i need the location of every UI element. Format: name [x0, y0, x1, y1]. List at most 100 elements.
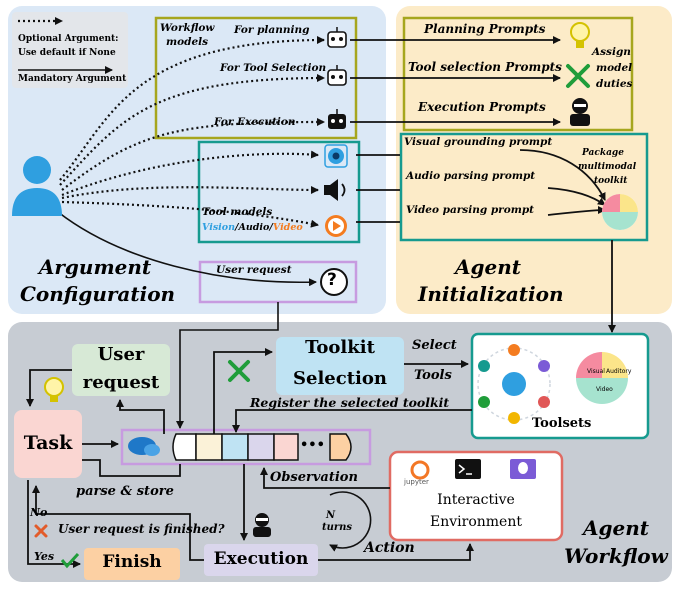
- toolsets-hub-icon: [477, 344, 551, 424]
- yes-label: Yes: [34, 550, 55, 563]
- toolsets-modalities-pie: [576, 352, 628, 404]
- workflow-executor-icon: [253, 513, 271, 537]
- tool-models-label: Tool models: [202, 206, 273, 218]
- assign-label-3: duties: [596, 78, 633, 90]
- execution-label: Execution: [213, 549, 309, 569]
- executor-person-icon: [570, 98, 590, 126]
- toolsets-label: Toolsets: [532, 416, 592, 431]
- agent-initialization-panel: [396, 6, 672, 314]
- task-label: Task: [23, 432, 73, 454]
- finish-box: [84, 548, 180, 580]
- check-mark-icon: [60, 552, 80, 569]
- terminal-icon: [455, 459, 481, 479]
- init-title-line1: Agent: [454, 255, 521, 279]
- no-label: No: [30, 506, 48, 519]
- memory-queue-frame: [120, 428, 372, 466]
- pie-visual-label: Visual: [587, 368, 605, 375]
- for-tool-selection-label: For Tool Selection: [220, 62, 327, 74]
- memory-cloud-icon: [128, 437, 160, 456]
- slash-2: /: [269, 222, 273, 233]
- visual-grounding-label: Visual grounding prompt: [404, 136, 553, 148]
- select-label: Select: [412, 338, 457, 353]
- queue-head: [172, 433, 197, 461]
- user-request-line2: request: [82, 372, 160, 393]
- package-label-3: toolkit: [594, 176, 628, 186]
- jupyter-label: jupyter: [404, 478, 429, 486]
- multimodal-prompts-box: [399, 132, 649, 242]
- workflow-title-line1: Agent: [582, 516, 649, 540]
- user-person-icon: [12, 156, 62, 216]
- legend-optional-label: Optional Argument:: [18, 34, 119, 44]
- workflow-tools-icon: [228, 360, 250, 382]
- workflow-lightbulb-icon: [44, 377, 64, 402]
- queue-tail: [329, 433, 352, 461]
- multimodal-toolkit-disc-icon: [602, 194, 638, 230]
- planning-prompts-label: Planning Prompts: [424, 22, 546, 36]
- package-label-2: multimodal: [578, 162, 637, 172]
- argument-title-line1: Argument: [38, 255, 152, 279]
- lightbulb-icon: [570, 22, 590, 48]
- audio-parsing-label: Audio parsing prompt: [406, 170, 536, 182]
- question-bubble-icon: [320, 268, 348, 296]
- video-label: Video: [272, 222, 303, 233]
- finished-question-label: User request is finished?: [58, 522, 225, 536]
- pie-auditory-label: Auditory: [606, 368, 632, 375]
- video-parsing-label: Video parsing prompt: [406, 204, 535, 216]
- user-request-input-label: User request: [216, 264, 292, 276]
- assign-label-1: Assign: [592, 46, 631, 58]
- task-box: [14, 410, 82, 478]
- tool-selection-prompts-label: Tool selection Prompts: [408, 60, 562, 74]
- workflow-models-label-2: models: [166, 36, 209, 48]
- question-mark-glyph: ?: [327, 270, 337, 290]
- workflow-models-label-1: Workflow: [160, 22, 215, 34]
- robot-tool-selection-icon: [327, 65, 347, 86]
- queue-cell-4: [273, 433, 299, 461]
- tools-icon: [566, 64, 590, 88]
- package-label-1: Package: [582, 148, 624, 158]
- audio-label: Audio: [238, 222, 270, 233]
- queue-cell-3: [247, 433, 275, 461]
- init-title-line2: Initialization: [418, 282, 564, 306]
- robot-execution-icon: [328, 109, 346, 129]
- legend-default-label: Use default if None: [18, 48, 116, 58]
- execution-box: [204, 544, 318, 576]
- execution-prompts-label: Execution Prompts: [418, 100, 546, 114]
- legend-mandatory-label: Mandatory Argument: [18, 74, 127, 84]
- video-play-icon: [325, 215, 347, 237]
- for-execution-label: For Execution: [214, 116, 296, 128]
- interactive-line2: Environment: [430, 514, 522, 530]
- vision-eye-icon: [324, 144, 348, 168]
- action-label: Action: [364, 540, 415, 556]
- queue-cell-1: [195, 433, 223, 461]
- legend-box: [12, 12, 128, 88]
- toolkit-line2: Selection: [293, 368, 387, 389]
- cross-mark-icon: [34, 524, 48, 538]
- pie-video-label: Video: [596, 386, 613, 393]
- user-request-box: [72, 344, 170, 396]
- argument-title-line2: Configuration: [20, 282, 176, 306]
- parse-store-label: parse & store: [76, 484, 174, 499]
- n-turns-line2: turns: [322, 522, 353, 533]
- queue-cell-2: [221, 433, 249, 461]
- toolkit-selection-box: [276, 337, 404, 395]
- tools-label: Tools: [414, 368, 452, 383]
- prompts-box: [402, 16, 634, 132]
- linux-desktop-icon: [510, 459, 536, 479]
- workflow-title-line2: Workflow: [564, 544, 668, 568]
- slash-1: /: [235, 222, 239, 233]
- for-planning-label: For planning: [234, 24, 310, 36]
- toolkit-line1: Toolkit: [305, 337, 375, 358]
- assign-label-2: model: [596, 62, 633, 74]
- finish-label: Finish: [102, 552, 162, 572]
- audio-speaker-icon: [324, 179, 346, 201]
- register-label: Register the selected toolkit: [250, 395, 450, 410]
- vision-label: Vision: [202, 222, 236, 233]
- n-turns-loop: [329, 491, 372, 552]
- user-request-line1: User: [97, 344, 145, 365]
- queue-ellipsis: •••: [300, 438, 325, 453]
- tool-models-box: [197, 140, 361, 244]
- interactive-line1: Interactive: [437, 492, 515, 508]
- observation-label: Observation: [270, 470, 358, 485]
- n-turns-line1: N: [326, 510, 336, 521]
